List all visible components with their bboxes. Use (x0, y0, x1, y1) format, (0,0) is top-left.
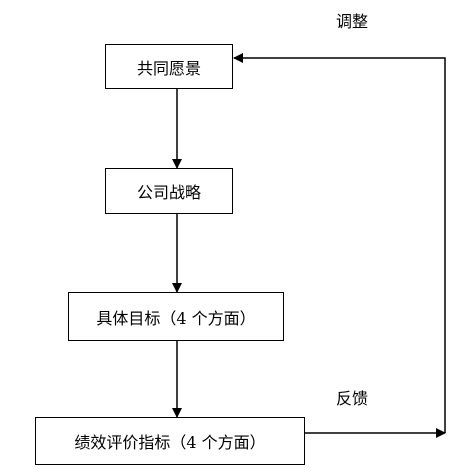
node-shared-vision: 共同愿景 (105, 44, 233, 89)
label-adjust: 调整 (336, 12, 369, 31)
node-specific-goals: 具体目标（4 个方面） (68, 292, 284, 341)
node-company-strategy: 公司战略 (105, 168, 233, 214)
node-label: 共同愿景 (136, 58, 201, 78)
node-performance-indicators: 绩效评价指标（4 个方面） (35, 417, 305, 465)
arrow-feedback-loop-to-vision (233, 53, 446, 433)
node-label: 公司战略 (136, 183, 201, 202)
node-label: 具体目标（4 个方面） (96, 308, 256, 328)
label-feedback: 反馈 (336, 389, 369, 408)
node-label: 绩效评价指标（4 个方面） (74, 433, 266, 452)
